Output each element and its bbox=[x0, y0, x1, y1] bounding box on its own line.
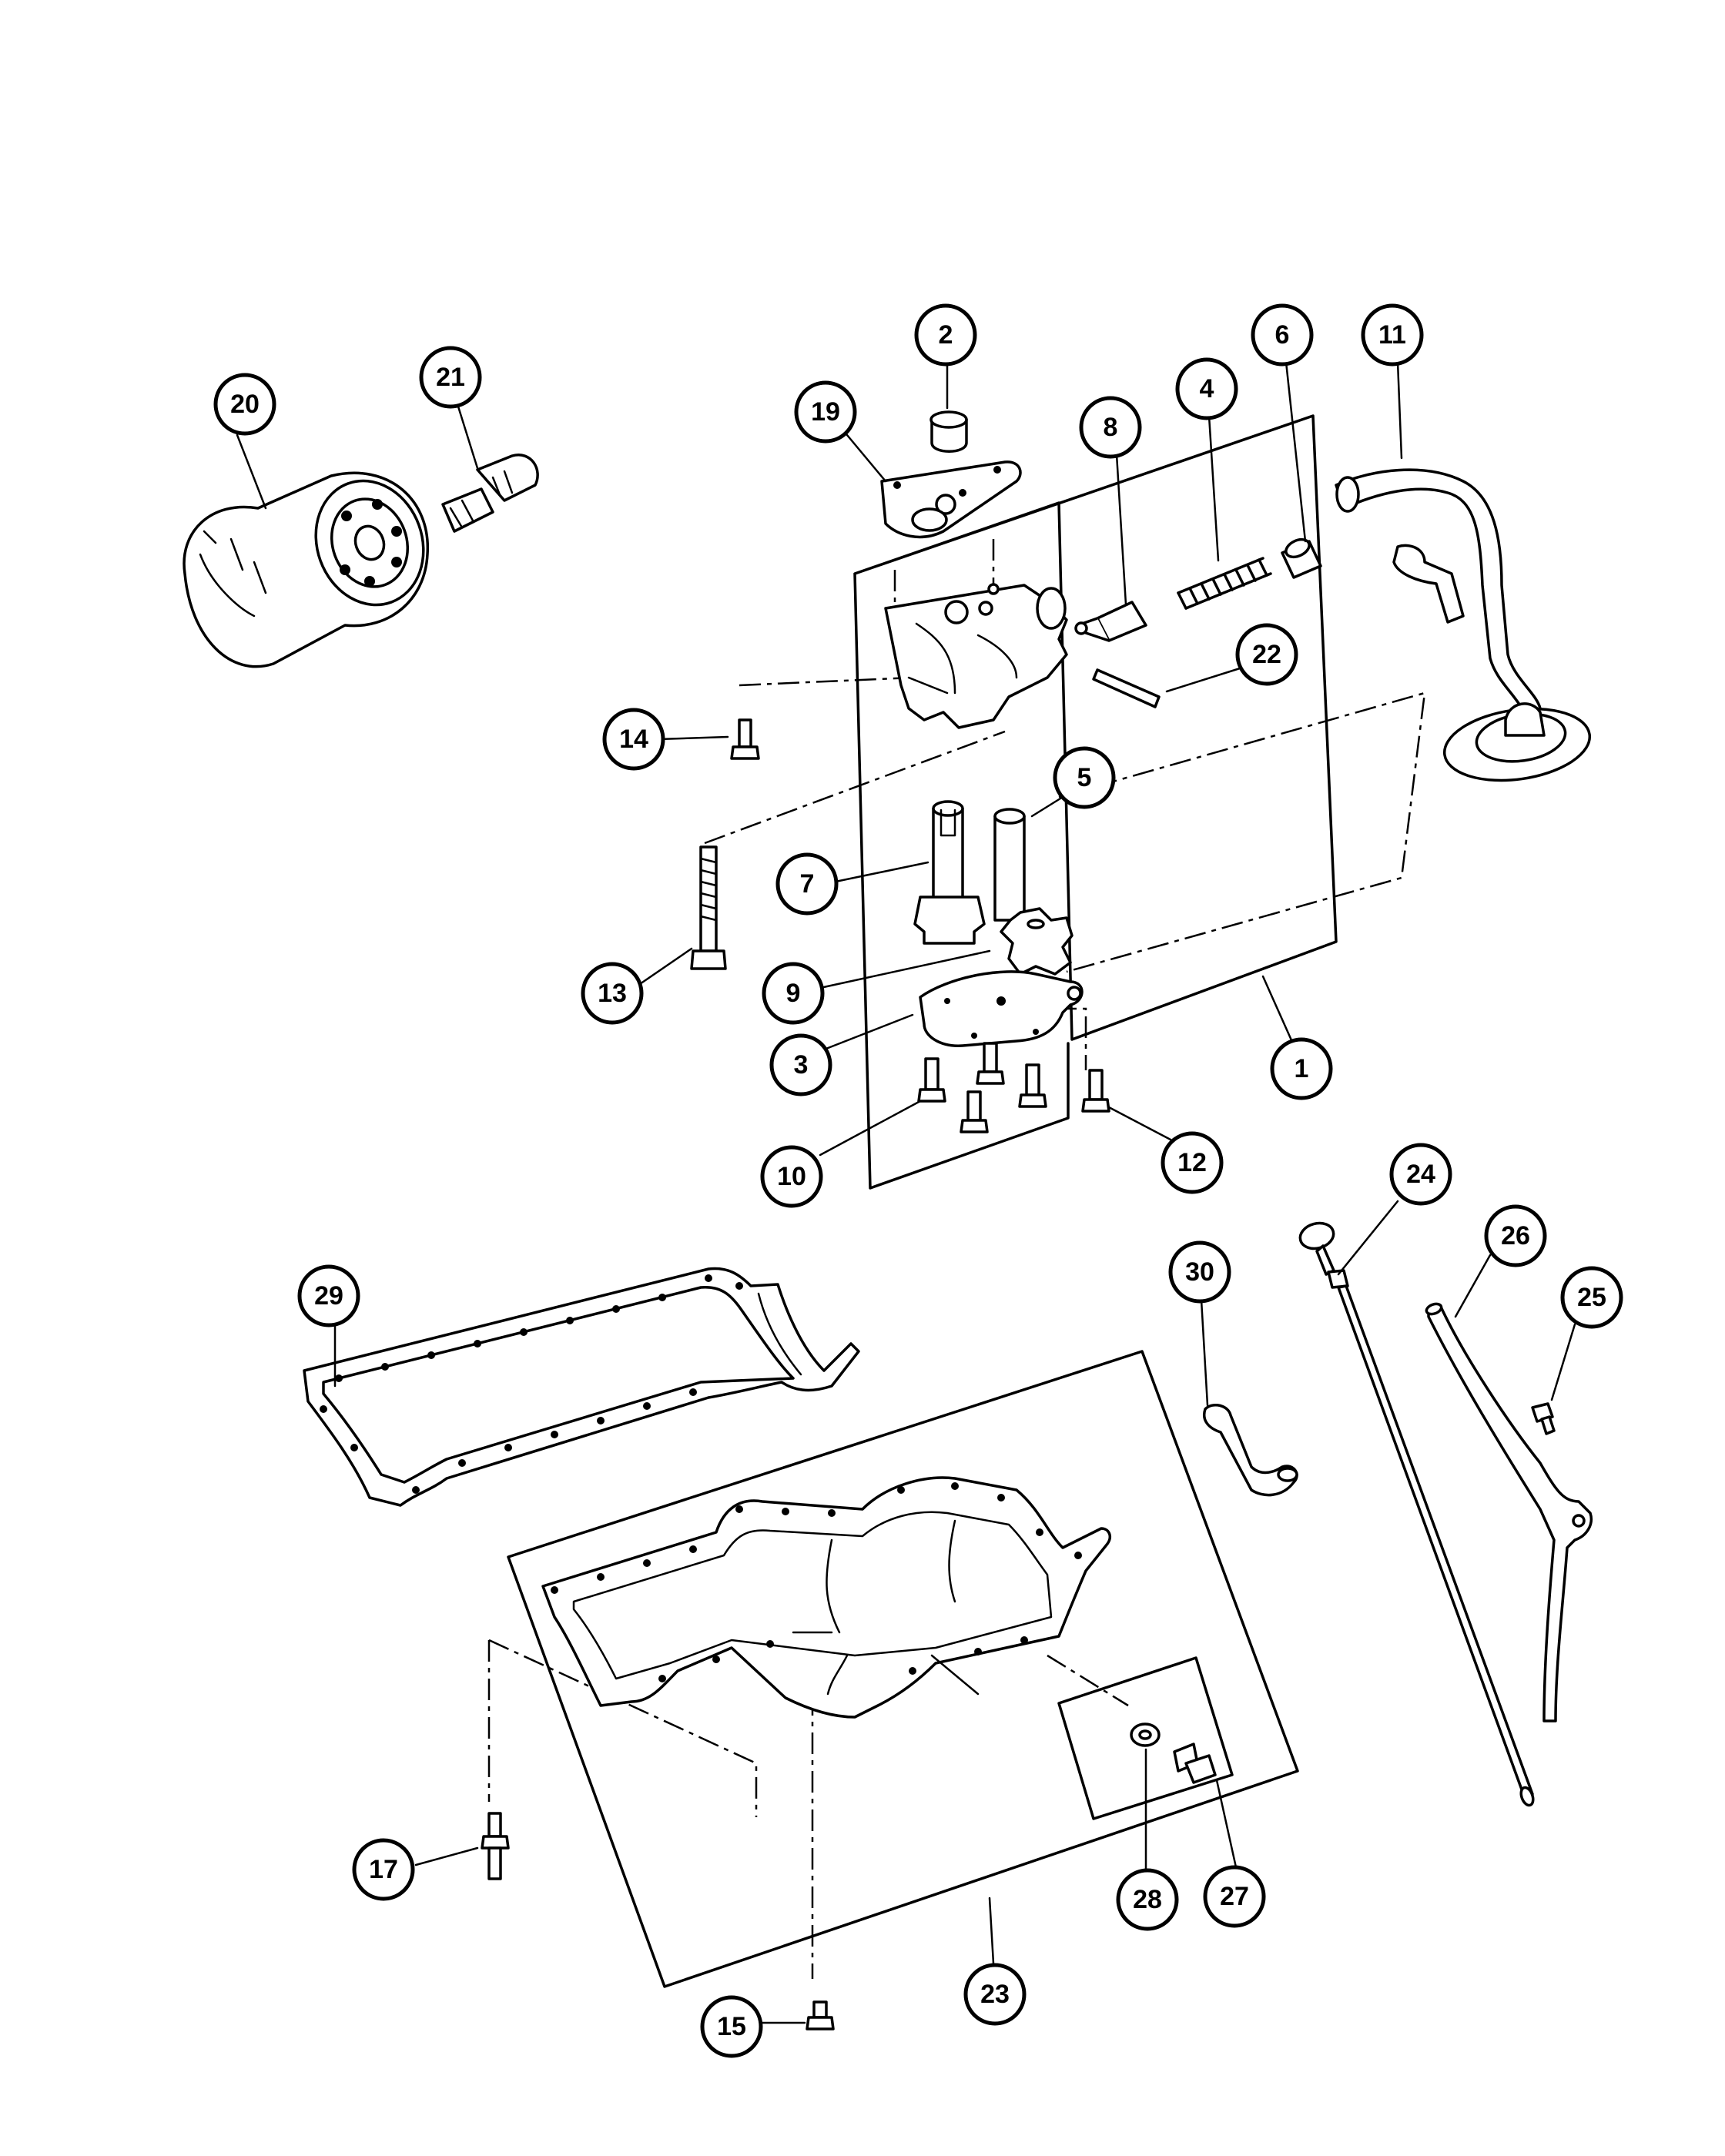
drain-plug bbox=[1173, 1743, 1217, 1784]
svg-text:22: 22 bbox=[1252, 640, 1281, 669]
svg-text:6: 6 bbox=[1275, 320, 1290, 350]
svg-text:19: 19 bbox=[811, 397, 840, 427]
callout-27: 27 bbox=[1203, 1865, 1266, 1928]
oil-dipstick-tube bbox=[1425, 1302, 1593, 1722]
callout-9: 9 bbox=[762, 962, 825, 1025]
drive-gear-shaft bbox=[913, 800, 986, 945]
svg-text:27: 27 bbox=[1220, 1882, 1249, 1911]
svg-text:21: 21 bbox=[436, 363, 465, 392]
callout-2: 2 bbox=[914, 303, 977, 367]
svg-text:25: 25 bbox=[1577, 1283, 1606, 1312]
callout-1: 1 bbox=[1270, 1037, 1333, 1100]
cover-screw-set bbox=[917, 1042, 1047, 1133]
callout-leader-lines bbox=[236, 360, 1576, 2024]
callout-8: 8 bbox=[1079, 396, 1142, 459]
callout-30: 30 bbox=[1168, 1240, 1231, 1304]
bushing bbox=[929, 410, 968, 453]
svg-text:26: 26 bbox=[1501, 1221, 1530, 1250]
oil-dipstick bbox=[1298, 1221, 1535, 1807]
callout-21: 21 bbox=[419, 346, 482, 409]
svg-text:12: 12 bbox=[1177, 1148, 1207, 1177]
cotter-pin bbox=[1092, 668, 1161, 708]
svg-text:29: 29 bbox=[314, 1281, 343, 1311]
oil-pump-cover bbox=[919, 970, 1084, 1047]
svg-text:8: 8 bbox=[1104, 413, 1118, 442]
cover-screw bbox=[1018, 1063, 1047, 1108]
svg-text:20: 20 bbox=[230, 390, 260, 419]
svg-text:23: 23 bbox=[980, 1980, 1010, 2009]
callout-4: 4 bbox=[1175, 357, 1238, 420]
pickup-tube-screw bbox=[1081, 1069, 1110, 1113]
callout-24: 24 bbox=[1389, 1143, 1452, 1206]
oil-filter bbox=[183, 471, 429, 668]
svg-text:14: 14 bbox=[619, 725, 648, 754]
svg-text:11: 11 bbox=[1378, 320, 1406, 350]
svg-text:17: 17 bbox=[369, 1855, 398, 1884]
callout-23: 23 bbox=[963, 1963, 1027, 2026]
svg-text:4: 4 bbox=[1200, 374, 1214, 403]
dipstick-tube-screw bbox=[1531, 1402, 1556, 1435]
callout-14: 14 bbox=[602, 708, 665, 771]
relief-valve bbox=[1074, 601, 1147, 642]
callout-29: 29 bbox=[297, 1264, 360, 1327]
oil-pump-body bbox=[884, 583, 1068, 729]
oil-pan-stud bbox=[481, 1812, 510, 1880]
oil-filter-adapter bbox=[441, 454, 539, 533]
relief-valve-spring bbox=[1177, 557, 1272, 610]
idler-gear bbox=[1000, 907, 1074, 976]
callout-12: 12 bbox=[1161, 1131, 1224, 1194]
svg-text:7: 7 bbox=[800, 869, 815, 899]
callout-15: 15 bbox=[700, 1995, 763, 2058]
idler-gear-shaft bbox=[993, 808, 1026, 922]
callout-5: 5 bbox=[1053, 746, 1116, 809]
callout-20: 20 bbox=[213, 373, 276, 436]
svg-text:9: 9 bbox=[786, 979, 801, 1008]
oil-pan-gasket bbox=[303, 1267, 860, 1507]
callout-11: 11 bbox=[1361, 303, 1424, 367]
callout-6: 6 bbox=[1251, 303, 1314, 367]
svg-text:2: 2 bbox=[939, 320, 953, 350]
svg-text:5: 5 bbox=[1077, 763, 1092, 792]
pump-screw bbox=[730, 718, 760, 760]
callout-3: 3 bbox=[769, 1033, 832, 1096]
callout-13: 13 bbox=[581, 962, 644, 1025]
drain-plug-washer bbox=[1130, 1722, 1161, 1747]
svg-text:24: 24 bbox=[1406, 1160, 1435, 1189]
svg-text:10: 10 bbox=[777, 1162, 806, 1191]
callout-10: 10 bbox=[760, 1145, 823, 1208]
svg-text:30: 30 bbox=[1185, 1257, 1214, 1287]
oil-pan-screw bbox=[806, 2000, 835, 2030]
callout-28: 28 bbox=[1116, 1868, 1179, 1931]
callout-25: 25 bbox=[1560, 1266, 1623, 1329]
oil-pump-gasket bbox=[880, 460, 1022, 539]
oil-pump-group-outline bbox=[853, 414, 1338, 1190]
svg-text:1: 1 bbox=[1295, 1054, 1309, 1083]
svg-text:15: 15 bbox=[717, 2012, 746, 2041]
cover-screw bbox=[917, 1057, 946, 1103]
oil-pickup-tube bbox=[1335, 468, 1592, 782]
relief-valve-retainer bbox=[1281, 537, 1322, 579]
callout-19: 19 bbox=[794, 380, 857, 444]
cover-screw bbox=[960, 1090, 989, 1133]
callout-22: 22 bbox=[1235, 623, 1298, 686]
cover-screw bbox=[976, 1042, 1005, 1085]
callout-17: 17 bbox=[352, 1838, 415, 1901]
dipstick-tube-bracket bbox=[1203, 1403, 1298, 1497]
callout-26: 26 bbox=[1484, 1204, 1547, 1267]
svg-text:28: 28 bbox=[1133, 1885, 1162, 1914]
pump-long-bolt bbox=[690, 845, 727, 970]
callout-7: 7 bbox=[775, 852, 839, 916]
oil-pan bbox=[541, 1476, 1111, 1719]
drain-plug-subgroup-outline bbox=[1057, 1656, 1234, 1820]
svg-text:3: 3 bbox=[794, 1050, 809, 1080]
svg-text:13: 13 bbox=[598, 979, 627, 1008]
oil-pan-group-outline bbox=[507, 1350, 1299, 1988]
